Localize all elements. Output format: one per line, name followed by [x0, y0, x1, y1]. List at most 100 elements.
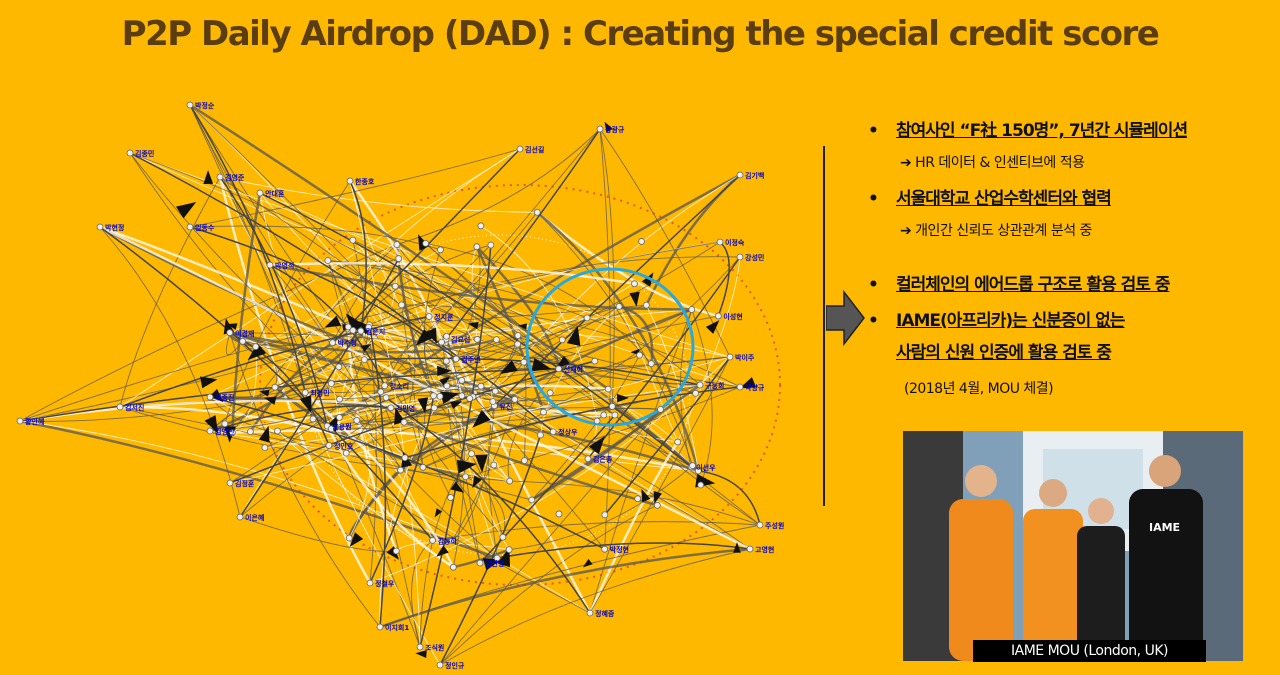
node-label: 김주연	[461, 355, 480, 364]
graph-node	[608, 402, 616, 410]
graph-node	[558, 336, 566, 344]
bullet-item-3: •컬러체인의 에어드롭 구조로 활용 검토 중	[868, 275, 1170, 295]
node-label: 구능희	[705, 381, 724, 390]
graph-node	[344, 323, 352, 331]
graph-node	[528, 496, 536, 504]
node-label: 김요섭	[451, 335, 470, 344]
graph-node	[442, 357, 450, 365]
graph-node	[491, 387, 499, 395]
graph-node	[689, 462, 696, 470]
graph-node	[746, 545, 754, 553]
graph-node	[274, 427, 281, 435]
graph-node	[429, 536, 436, 544]
graph-node	[126, 149, 134, 157]
graph-node	[520, 358, 528, 366]
graph-node	[226, 329, 234, 336]
graph-node	[266, 261, 274, 269]
node-label: 박정순	[195, 101, 215, 110]
graph-node	[653, 501, 661, 509]
node-label: 박양규	[745, 383, 765, 392]
graph-node	[221, 420, 229, 428]
node-label: 박이주	[735, 353, 755, 362]
graph-node	[336, 395, 343, 403]
graph-node	[516, 145, 524, 153]
graph-node	[674, 438, 682, 446]
graph-node	[443, 332, 450, 340]
graph-node	[436, 661, 444, 669]
node-label: 최경민	[310, 389, 329, 398]
graph-node	[437, 246, 444, 254]
bullet-text-4a: IAME(아프리카)는 신분증이 없는	[896, 311, 1125, 331]
graph-node	[16, 417, 24, 425]
divider-line	[823, 146, 825, 506]
graph-node	[601, 545, 609, 553]
graph-node	[697, 481, 705, 489]
graph-node	[586, 609, 594, 617]
graph-node	[514, 332, 522, 339]
node-label: 정인호	[334, 441, 354, 450]
node-label: 김서진	[125, 403, 144, 412]
graph-node	[443, 382, 451, 390]
graph-node	[647, 360, 655, 368]
graph-node	[611, 411, 619, 419]
bullet-sub-1: ➔ HR 데이터 & 인센티브에 적용	[900, 155, 1085, 171]
node-label: 박수정	[338, 339, 357, 348]
graph-node	[634, 495, 642, 503]
bullet-text-1: 참여사인 “F社 150명”, 7년간 시뮬레이션	[896, 121, 1188, 141]
graph-node	[604, 385, 612, 393]
graph-node	[477, 222, 485, 230]
bullet-text-2: 서울대학교 산업수학센터와 협력	[896, 189, 1112, 209]
photo-caption: IAME MOU (London, UK)	[973, 640, 1206, 662]
graph-node	[301, 389, 309, 396]
graph-node	[419, 463, 427, 471]
graph-node	[549, 428, 557, 436]
ring-outer	[259, 184, 781, 586]
graph-node	[466, 394, 474, 402]
graph-node	[533, 208, 541, 216]
graph-node	[692, 389, 699, 397]
graph-node	[271, 383, 279, 391]
graph-node	[736, 253, 744, 261]
node-label: 왕광규	[605, 125, 625, 134]
graph-node	[555, 365, 563, 373]
node-label: 정상우	[558, 428, 578, 437]
graph-node	[335, 363, 343, 371]
graph-node	[736, 383, 744, 391]
graph-node	[325, 442, 333, 449]
graph-node	[448, 537, 456, 545]
node-label: 김기백	[745, 171, 764, 180]
graph-node	[591, 357, 599, 365]
node-label: 김정훈	[235, 479, 255, 488]
shirt-logo: IAME	[1149, 521, 1180, 534]
graph-node	[206, 427, 214, 435]
graph-node	[186, 223, 194, 231]
node-label: 윤용원	[332, 422, 351, 431]
graph-node	[376, 623, 384, 631]
graph-node	[593, 417, 601, 425]
node-label: 주성원	[765, 521, 784, 530]
node-label: 박정현	[610, 545, 629, 554]
graph-node	[228, 429, 236, 437]
graph-node	[521, 457, 528, 465]
node-label: 이은혜	[245, 513, 264, 522]
bullet-sub-2: ➔ 개인간 신뢰도 상관관계 분석 중	[900, 223, 1092, 239]
graph-node	[252, 343, 260, 351]
graph-node	[449, 563, 457, 571]
graph-node	[96, 223, 104, 231]
graph-node	[583, 314, 591, 322]
graph-node	[493, 336, 500, 343]
graph-node	[600, 411, 608, 419]
page-title: P2P Daily Airdrop (DAD) : Creating the s…	[121, 14, 1160, 54]
graph-node	[756, 521, 764, 529]
node-label: 이경재	[235, 329, 254, 338]
graph-node	[186, 101, 194, 109]
bullet-item-4b: 사람의 신원 인증에 활용 검토 중	[896, 343, 1112, 363]
node-label: 한종호	[355, 177, 375, 186]
node-label: 임동수	[195, 223, 215, 232]
graph-node	[490, 461, 498, 469]
graph-node	[336, 413, 343, 421]
graph-node	[236, 513, 244, 521]
graph-node	[226, 479, 234, 487]
highlight-circle	[525, 267, 695, 427]
